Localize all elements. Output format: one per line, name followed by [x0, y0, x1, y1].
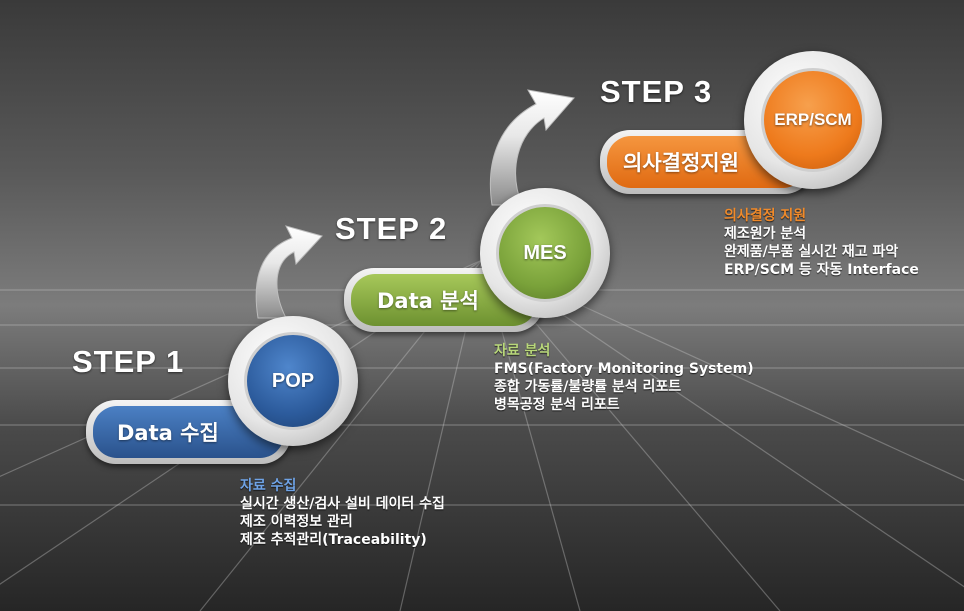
- step3-line: ERP/SCM 등 자동 Interface: [724, 262, 919, 278]
- step3-pill-label: 의사결정지원: [623, 151, 739, 175]
- step3-line: 제조원가 분석: [724, 226, 807, 242]
- step1-line: 실시간 생산/검사 설비 데이터 수집: [240, 496, 445, 512]
- step3-circle-label: ERP/SCM: [774, 110, 852, 129]
- step1-pill-label: Data 수집: [117, 421, 219, 445]
- step1-line: 제조 이력정보 관리: [240, 514, 353, 530]
- step1-line: 제조 추적관리(Traceability): [240, 532, 427, 548]
- step3-line: 완제품/부품 실시간 재고 파악: [724, 244, 899, 260]
- step3-description: 의사결정 지원 제조원가 분석 완제품/부품 실시간 재고 파악 ERP/SCM…: [724, 207, 919, 279]
- step2-line: 종합 가동률/불량률 분석 리포트: [494, 379, 682, 395]
- step3-title: STEP 3: [600, 74, 713, 109]
- step2-heading: 자료 분석: [494, 343, 551, 359]
- step2-circle-label: MES: [523, 241, 567, 264]
- step2-line: 병목공정 분석 리포트: [494, 397, 620, 413]
- step1-heading: 자료 수집: [240, 478, 297, 494]
- step2-pill-label: Data 분석: [377, 289, 479, 313]
- step3-heading: 의사결정 지원: [724, 208, 807, 224]
- step2-line: FMS(Factory Monitoring System): [494, 361, 754, 377]
- step2-description: 자료 분석 FMS(Factory Monitoring System) 종합 …: [494, 342, 754, 414]
- arrow-step2-to-step3: [489, 89, 575, 206]
- step3-circle: ERP/SCM: [761, 68, 865, 172]
- arrow-step1-to-step2: [255, 225, 323, 319]
- step1-circle-label: POP: [271, 369, 315, 392]
- step1-title: STEP 1: [72, 344, 185, 379]
- step1-circle: POP: [244, 332, 342, 430]
- step2-circle: MES: [496, 204, 594, 302]
- step2-title: STEP 2: [335, 211, 448, 246]
- step1-description: 자료 수집 실시간 생산/검사 설비 데이터 수집 제조 이력정보 관리 제조 …: [240, 477, 445, 549]
